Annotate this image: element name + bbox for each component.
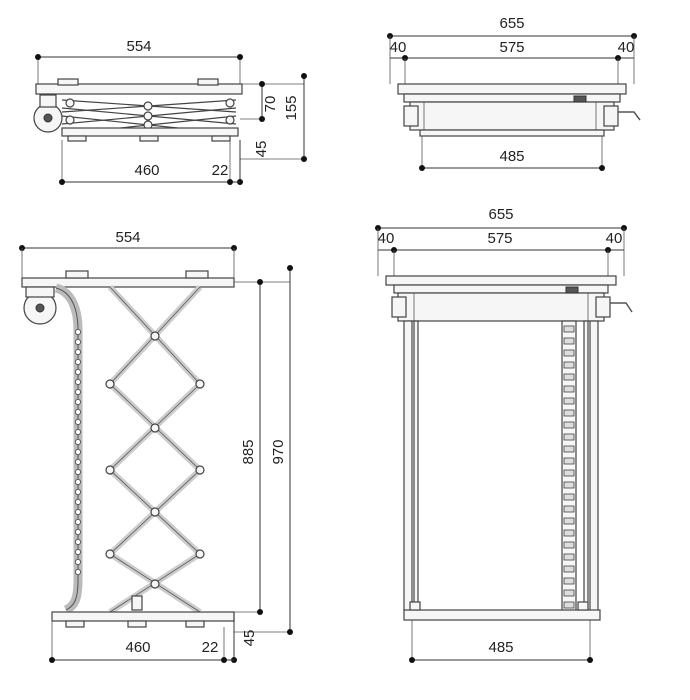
dim-height-upper: 70: [262, 96, 279, 113]
dim-height-lower: 45: [253, 141, 270, 158]
chain-link: [563, 553, 575, 561]
dim-height-total: 155: [283, 95, 300, 120]
front-view-extended: 655 40 575 40: [375, 206, 633, 663]
chain-link: [563, 325, 575, 333]
front-top-plate: [397, 83, 627, 95]
side-view-retracted: 554: [33, 38, 307, 185]
chain-link: [75, 388, 82, 395]
chain-link: [75, 428, 82, 435]
bottom-rail: [51, 611, 235, 622]
front-motor-body: [397, 292, 605, 322]
top-rail: [21, 277, 235, 288]
chain-link: [563, 493, 575, 501]
chain-link: [563, 445, 575, 453]
chain-link: [75, 488, 82, 495]
chain-link: [563, 565, 575, 573]
chain-links: [563, 325, 575, 609]
chain-link: [563, 541, 575, 549]
chain-link: [563, 481, 575, 489]
dim-width-base: 460: [125, 639, 150, 656]
front-bottom-frame: [403, 609, 601, 621]
chain-link: [563, 421, 575, 429]
dim-margin-left: 40: [390, 39, 407, 56]
dim-width-mid: 575: [499, 39, 524, 56]
chain-link: [563, 373, 575, 381]
chain-link: [75, 398, 82, 405]
chain-link: [75, 508, 82, 515]
chain-link: [563, 577, 575, 585]
dim-width-base: 485: [488, 639, 513, 656]
chain-link: [563, 433, 575, 441]
chain-link: [563, 337, 575, 345]
dim-width-offset: 22: [202, 639, 219, 656]
right-post: [589, 320, 599, 612]
top-rail: [35, 83, 243, 95]
chain-link: [75, 358, 82, 365]
front-view-retracted: 655 40 575 40 485: [387, 15, 641, 171]
chain-link: [75, 519, 82, 526]
scissor-mechanism: [105, 284, 205, 615]
chain-link: [563, 409, 575, 417]
chain-link: [75, 498, 82, 505]
dim-height-total: 970: [270, 439, 287, 464]
chain-link: [75, 368, 82, 375]
chain-link: [75, 378, 82, 385]
chain-link: [75, 569, 82, 576]
dim-width-total: 554: [126, 38, 151, 55]
front-top-plate: [385, 275, 617, 286]
chain-link: [563, 361, 575, 369]
chain-link: [75, 559, 82, 566]
chain-link: [563, 349, 575, 357]
chain-link: [75, 418, 82, 425]
dim-margin-right: 40: [618, 39, 635, 56]
chain-link: [75, 539, 82, 546]
left-post: [403, 320, 413, 612]
chain-link: [563, 469, 575, 477]
dim-height-inner: 885: [240, 439, 257, 464]
chain-link: [75, 348, 82, 355]
chain-link: [75, 468, 82, 475]
chain-link: [563, 505, 575, 513]
chain-link: [75, 328, 82, 335]
chain-link: [563, 457, 575, 465]
dim-margin-left: 40: [378, 230, 395, 247]
dim-width-mid: 575: [487, 230, 512, 247]
front-motor-body: [409, 101, 615, 131]
dim-width-overall: 655: [488, 206, 513, 223]
dim-height-lower: 45: [241, 630, 258, 647]
chain-link: [563, 529, 575, 537]
chain-link: [563, 601, 575, 609]
dim-width-offset: 22: [212, 162, 229, 179]
chain-link: [75, 338, 82, 345]
chain-link: [563, 385, 575, 393]
chain-link: [563, 589, 575, 597]
chain-link: [75, 408, 82, 415]
dim-margin-right: 40: [606, 230, 623, 247]
bottom-rail: [61, 127, 239, 137]
chain-links: [75, 328, 82, 576]
cable-chain: [54, 283, 83, 615]
chain-link: [563, 517, 575, 525]
chain-link: [563, 397, 575, 405]
chain-link: [75, 438, 82, 445]
dim-width-overall: 655: [499, 15, 524, 32]
dim-width-base: 485: [499, 148, 524, 165]
dim-width-total: 554: [115, 229, 140, 246]
chain-link: [75, 549, 82, 556]
chain-link: [75, 529, 82, 536]
chain-link: [75, 448, 82, 455]
chain-link: [75, 478, 82, 485]
dim-width-base: 460: [134, 162, 159, 179]
chain-link: [75, 458, 82, 465]
side-view-extended: 554: [19, 229, 293, 663]
